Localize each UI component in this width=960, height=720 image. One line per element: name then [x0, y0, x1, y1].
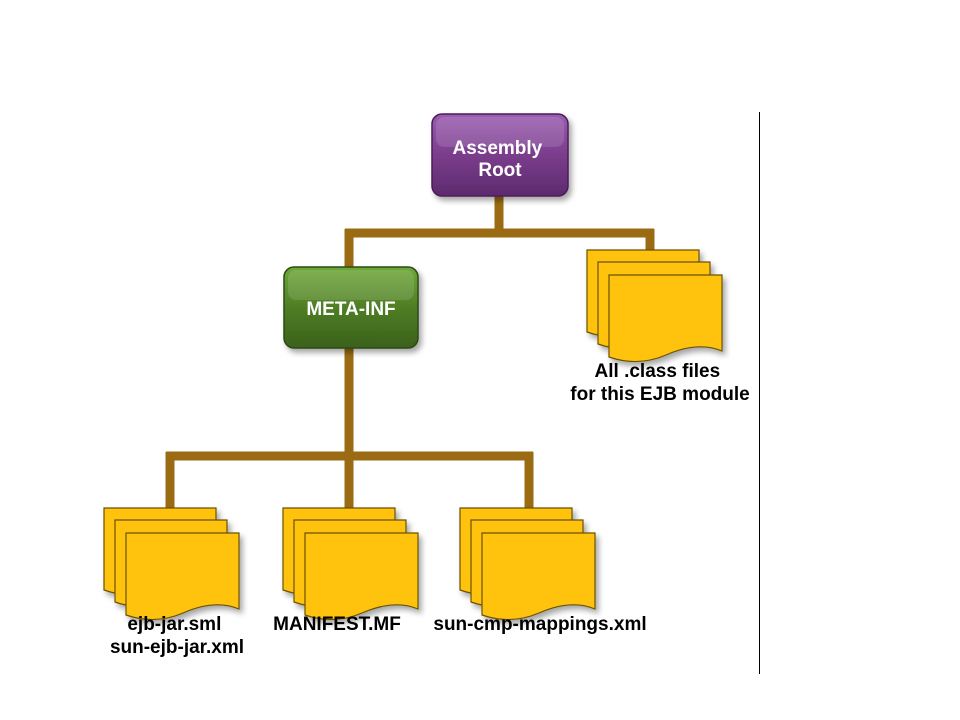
connector-lines — [165, 196, 655, 508]
class-files-label-line-2: for this EJB module — [570, 384, 749, 405]
assembly-root-node — [431, 113, 569, 197]
assembly-root-label-line-2: Root — [478, 160, 522, 181]
assembly-root-label-line-1: Assembly — [452, 138, 542, 159]
ejb-jar-label-line-2: sun-ejb-jar.xml — [110, 637, 244, 658]
manifest-document-stack — [282, 507, 419, 621]
ejb-jar-label-line-1: ejb-jar.sml — [127, 614, 221, 635]
svg-text:sun-cmp-mappings.xml: sun-cmp-mappings.xml — [433, 614, 646, 635]
svg-text:ejb-jar.sml sun-ejb-jar.xm: ejb-jar.sml sun-ejb-jar.xml — [110, 614, 244, 658]
meta-inf-label: META-INF — [306, 299, 395, 320]
cmp-mappings-document-stack — [459, 507, 596, 621]
svg-text:All .class files for this: All .class files for this EJB module — [570, 361, 749, 405]
cmp-mappings-label: sun-cmp-mappings.xml — [433, 614, 646, 635]
svg-text:Assembly Root: Assembly Root — [452, 138, 547, 181]
document-icon — [304, 532, 419, 621]
class-files-label-line-1: All .class files — [595, 361, 721, 382]
class-files-document-stack — [586, 249, 723, 363]
document-icon — [481, 532, 596, 621]
meta-inf-node — [283, 266, 419, 349]
manifest-label: MANIFEST.MF — [273, 614, 401, 635]
document-icon — [608, 274, 723, 363]
svg-text:META-INF: META-INF — [306, 299, 395, 320]
ejb-jar-document-stack — [103, 507, 240, 621]
document-icon — [125, 532, 240, 621]
svg-text:MANIFEST.MF: MANIFEST.MF — [273, 614, 401, 635]
